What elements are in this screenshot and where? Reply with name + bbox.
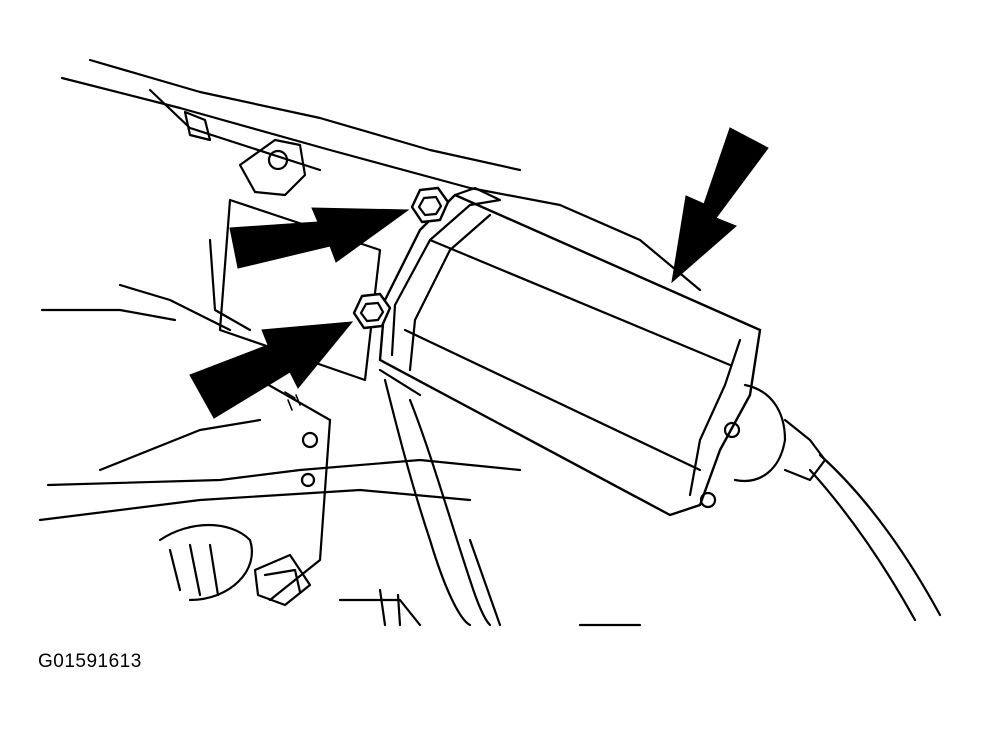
lower-bolt-arrow	[189, 321, 354, 419]
vehicle-structure	[38, 58, 702, 627]
motor-arrow	[671, 127, 769, 284]
wiring-harness	[378, 368, 942, 627]
upper-bolt-arrow	[229, 207, 410, 269]
bracket-marking	[284, 391, 301, 411]
lower-mounting-bolt	[352, 292, 392, 330]
wiper-motor	[378, 186, 827, 517]
figure-id-label: G01591613	[38, 651, 142, 672]
upper-mounting-bolt	[410, 186, 450, 224]
